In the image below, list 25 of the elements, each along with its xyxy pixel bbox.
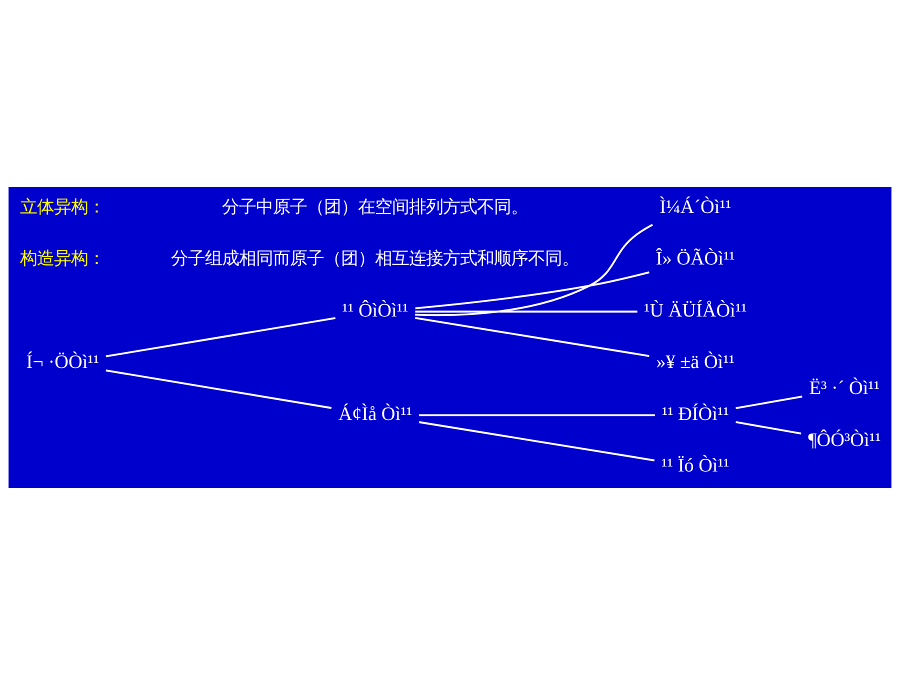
node-text: ¹Ù ÄÜÍÅÒì¹¹: [644, 300, 747, 322]
node-text: Ë³ ·´ Òì¹¹: [809, 378, 880, 400]
node-text: ¶ÔÓ³Òì¹¹: [808, 430, 881, 451]
node-text: ¹¹ ÐÍÒì¹¹: [662, 404, 729, 425]
connector: [415, 224, 653, 316]
label: 立体异构：: [20, 197, 106, 218]
node-text: »¥ ±ä Òì¹¹: [656, 352, 735, 374]
connector: [415, 310, 638, 313]
connector: [418, 421, 655, 462]
node-text: Ì¼Á´Òì¹¹: [660, 196, 732, 218]
node-text: Á¢Ìå Òì¹¹: [338, 404, 412, 425]
connector: [736, 421, 802, 435]
connector: [415, 317, 650, 357]
label: 分子中原子（团）在空间排列方式不同。: [222, 197, 528, 218]
connector: [419, 414, 655, 416]
connector: [106, 369, 332, 409]
label: 分子组成相同而原子（团）相互连接方式和顺序不同。: [171, 249, 580, 270]
node-text: Í¬ ·ÖÒì¹¹: [26, 352, 100, 374]
label: 构造异构：: [20, 249, 106, 270]
connector: [106, 317, 336, 358]
connector: [415, 271, 650, 310]
connector: [736, 396, 802, 410]
node-text: ¹¹ Ïó Òì¹¹: [662, 456, 730, 477]
node-text: Î» ÖÃÒì¹¹: [656, 248, 735, 270]
node-text: ¹¹ ÔìÒì¹¹: [342, 300, 408, 322]
